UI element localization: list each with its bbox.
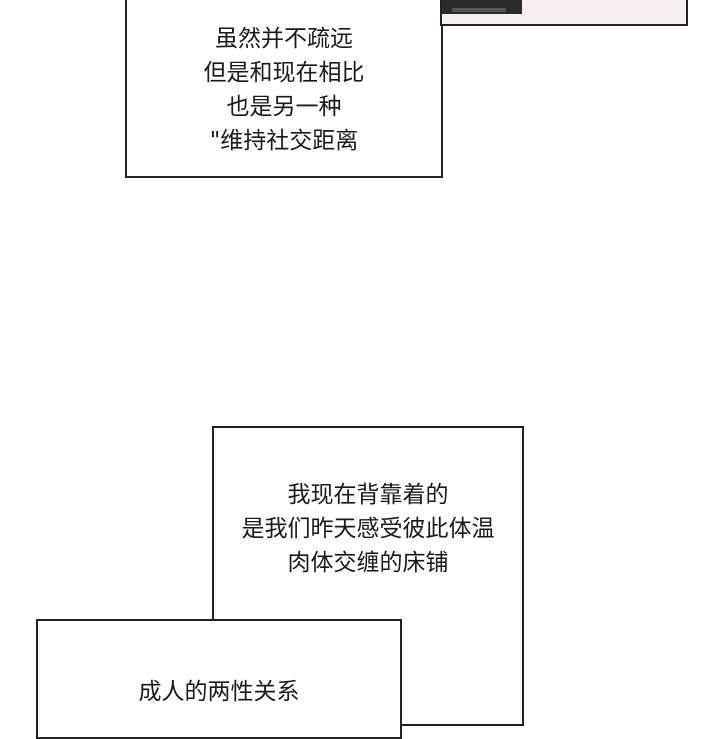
caption-text-middle: 我现在背靠着的 是我们昨天感受彼此体温 肉体交缠的床铺 <box>214 478 522 580</box>
caption-line: 但是和现在相比 <box>203 60 365 86</box>
panel-artwork <box>442 0 522 14</box>
caption-box-bottom: 成人的两性关系 <box>36 619 402 739</box>
caption-line: 虽然并不疏远 <box>215 26 353 52</box>
caption-line: 我现在背靠着的 <box>287 482 449 508</box>
caption-line: 也是另一种 <box>226 94 342 120</box>
caption-line <box>127 0 441 22</box>
caption-text-top: 虽然并不疏远 但是和现在相比 也是另一种 "维持社交距离 <box>127 0 441 158</box>
comic-panel-fragment <box>440 0 688 26</box>
caption-line: 成人的两性关系 <box>138 679 300 705</box>
caption-line: 肉体交缠的床铺 <box>287 550 449 576</box>
caption-box-top: 虽然并不疏远 但是和现在相比 也是另一种 "维持社交距离 <box>125 0 443 178</box>
caption-line: 是我们昨天感受彼此体温 <box>241 516 495 542</box>
caption-text-bottom: 成人的两性关系 <box>38 675 400 709</box>
caption-line: "维持社交距离 <box>209 128 359 154</box>
